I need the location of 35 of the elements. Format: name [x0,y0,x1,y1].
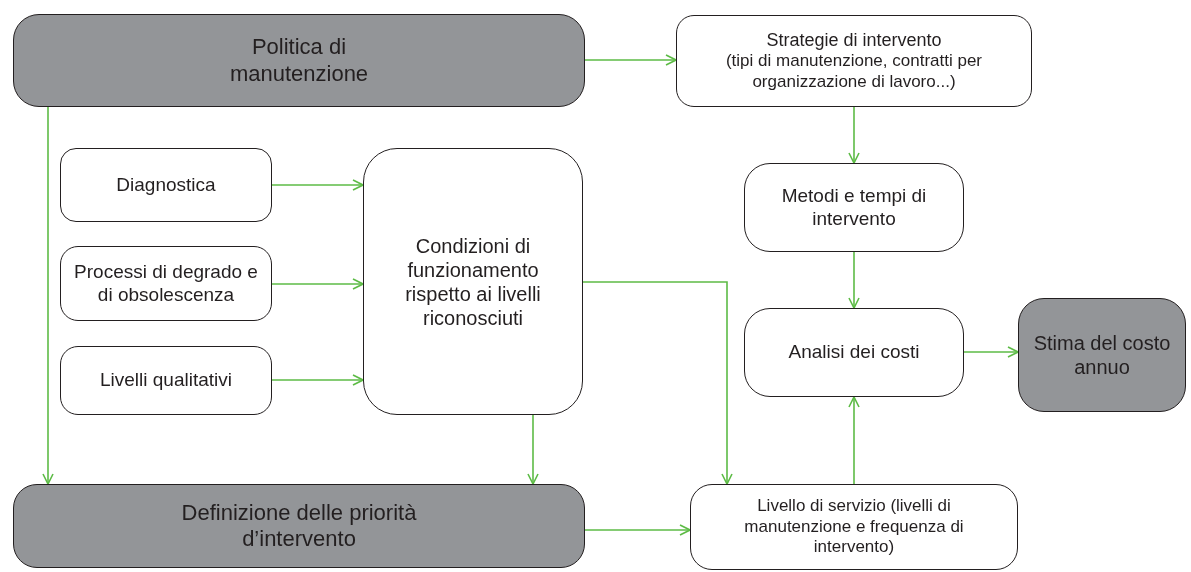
arrow [584,54,677,66]
key-step-box [13,14,585,107]
arrow [848,106,860,164]
box-label: Condizioni di funzionamento rispetto ai livelli riconosciuti [404,233,542,330]
arrow [582,281,733,485]
box-label: Politica di manutenzione [228,34,370,87]
process-box [363,148,583,415]
box-label: Livelli qualitativi [100,369,232,392]
process-box [60,148,272,222]
box-label: Stima del costo annuo [1032,331,1172,379]
process-box [60,246,272,321]
box-label: Metodi e tempi di intervento [780,184,928,231]
process-box [744,163,964,252]
arrow [42,106,54,485]
box-label: Definizione delle priorità d’intervento [180,499,418,553]
box-label: Livello di servizio (livelli di manutenzione e frequenza di intervento) [743,496,965,558]
arrow [848,251,860,309]
key-step-box [1018,298,1186,412]
arrow [271,179,364,191]
arrow [271,374,364,386]
box-description: (tipi di manutenzione, contratti per organizzazione di lavoro...) [724,51,984,93]
arrow [527,414,539,485]
process-box [744,308,964,397]
box-label: Processi di degrado e di obsolescenza [73,260,259,307]
box-label: Analisi dei costi [788,341,920,364]
arrow [963,346,1019,358]
process-box [690,484,1018,570]
arrow [848,396,860,485]
box-label: Strategie di intervento [766,29,942,52]
arrow [271,278,364,290]
process-box [676,15,1032,107]
process-box [60,346,272,415]
key-step-box [13,484,585,568]
arrow [584,524,691,536]
box-label: Diagnostica [116,173,216,197]
